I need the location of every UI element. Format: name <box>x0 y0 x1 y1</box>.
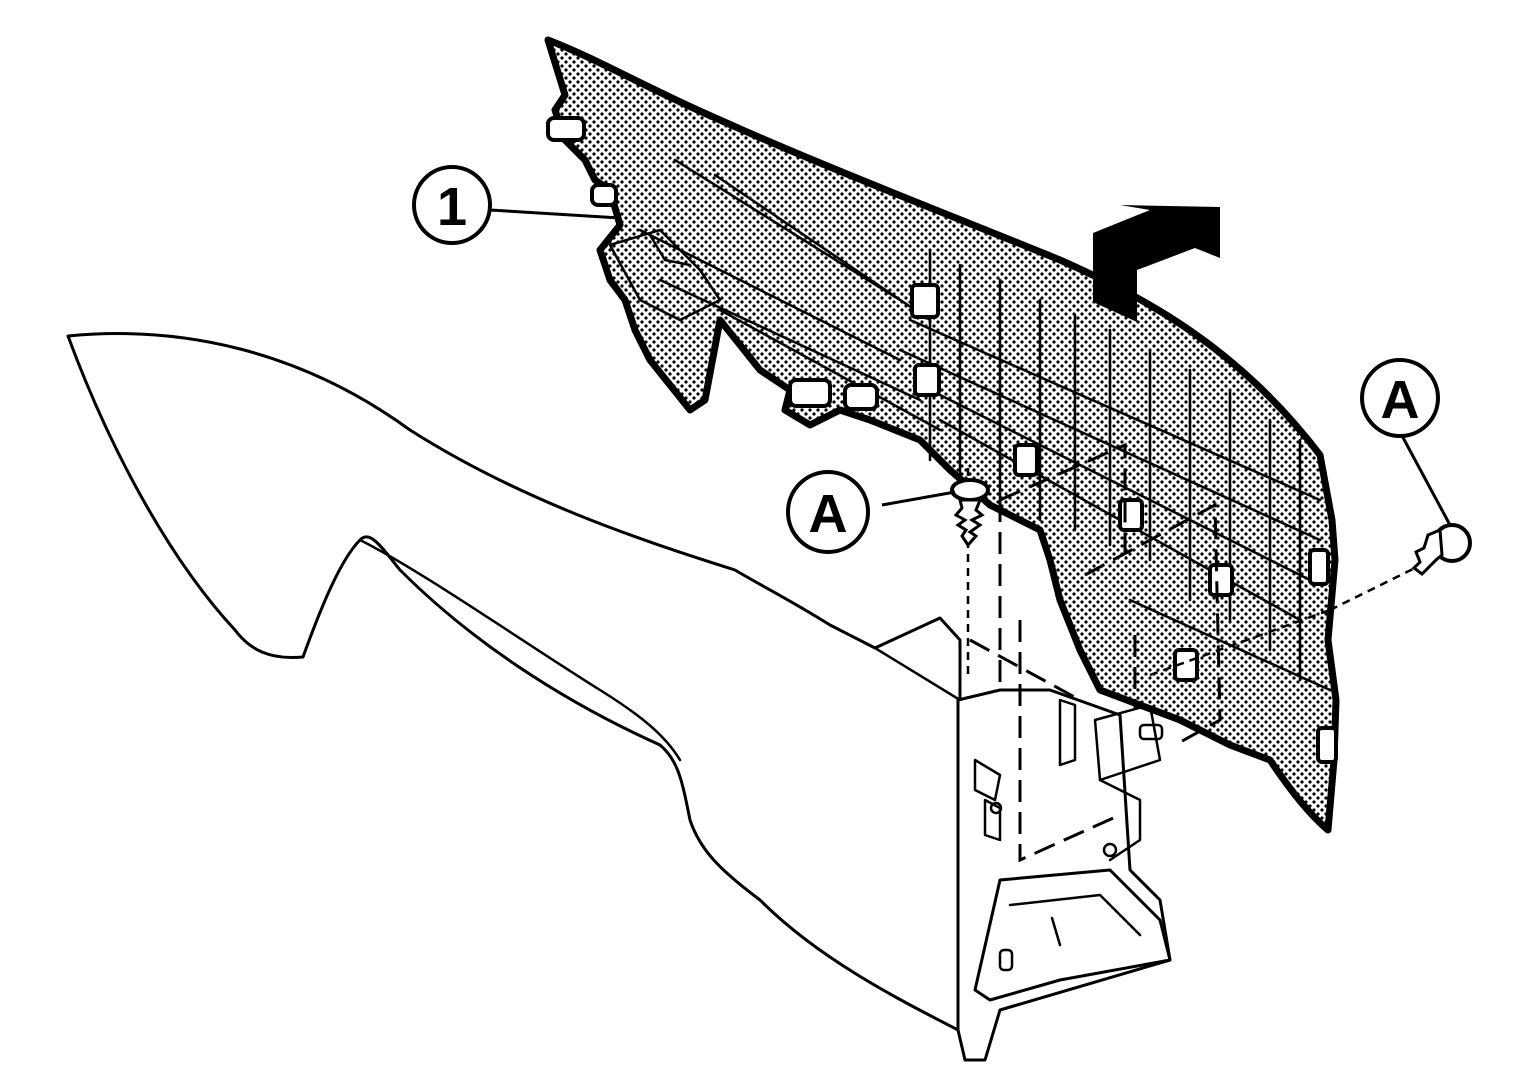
callout-clip-a-right: A <box>1360 358 1440 438</box>
hidden-edge-lines <box>966 442 1416 863</box>
callout-clip-a-left-label: A <box>809 484 848 544</box>
callout-part-1-label: 1 <box>437 177 467 237</box>
callout-part-1: 1 <box>412 165 492 245</box>
arrow-up-right-icon <box>1093 205 1220 322</box>
callout-clip-a-left: A <box>786 470 870 554</box>
leader-lines <box>489 208 1452 526</box>
trim-panel-part-1 <box>544 36 1340 834</box>
center-console-body <box>66 332 1172 1062</box>
screw-clip-icon <box>950 468 990 548</box>
callout-clip-a-right-label: A <box>1381 370 1420 430</box>
push-clip-icon <box>1411 523 1472 576</box>
